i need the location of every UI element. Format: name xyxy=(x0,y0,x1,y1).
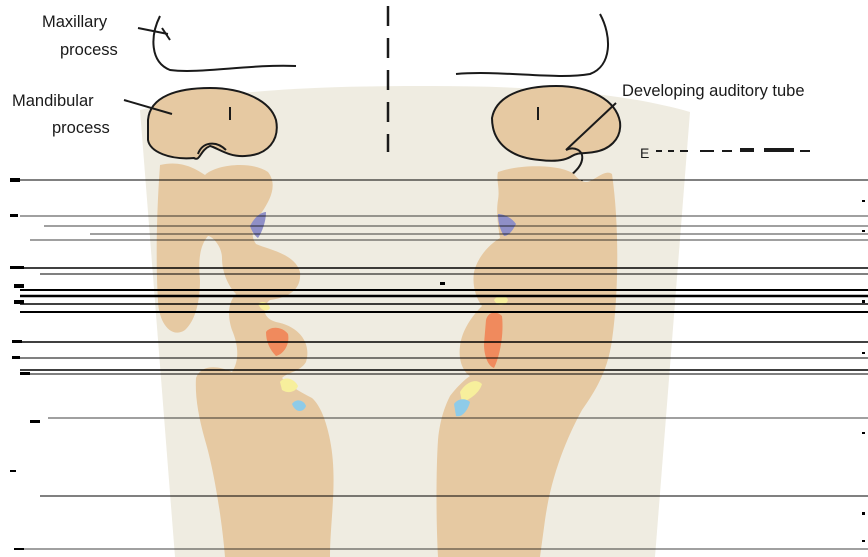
left-maxillary-curve xyxy=(153,16,296,71)
mandibular-label-line1: Mandibular xyxy=(12,92,94,110)
right-maxillary-curve xyxy=(456,14,608,76)
mandibular-label-line2: process xyxy=(52,119,110,137)
maxillary-label-line1: Maxillary xyxy=(42,13,108,31)
cut-off-label: E xyxy=(640,145,649,161)
right-mandibular-process xyxy=(492,86,620,161)
right-edge-artifacts xyxy=(862,200,865,542)
maxillary-label-line2: process xyxy=(60,41,118,59)
auditory-tube-label: Developing auditory tube xyxy=(622,82,805,100)
